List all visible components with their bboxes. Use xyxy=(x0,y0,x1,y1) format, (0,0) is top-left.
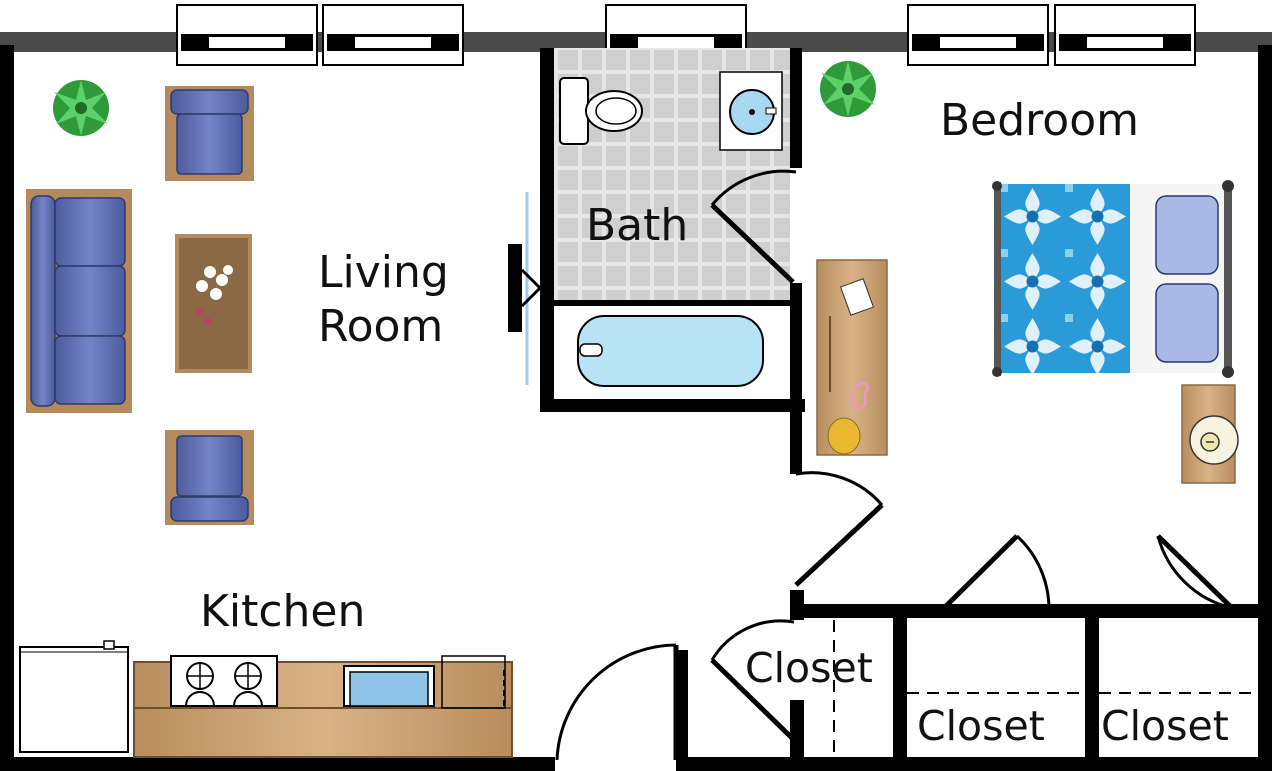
closet-wall-d xyxy=(893,604,907,760)
door-icon xyxy=(944,534,1051,609)
exterior-wall-left xyxy=(0,45,14,771)
armchair-icon xyxy=(165,86,254,181)
door-icon xyxy=(555,643,679,761)
room-label-closet-2: Closet xyxy=(917,702,1045,750)
room-label-living-line-2: Room xyxy=(318,301,443,352)
room-label-living-line-1: Living xyxy=(318,247,449,298)
bath-wall-left xyxy=(540,48,554,412)
door-icon xyxy=(794,471,884,587)
bath-wall-bottom xyxy=(540,399,805,412)
toilet-icon xyxy=(559,77,643,145)
stove-icon xyxy=(170,655,278,707)
pillow-icon xyxy=(1155,195,1219,275)
coffee-table-icon xyxy=(175,234,252,373)
exterior-wall-bottom-right xyxy=(676,757,1272,771)
refrigerator-icon xyxy=(19,640,129,753)
room-label-kitchen: Kitchen xyxy=(200,586,365,637)
hall-wall xyxy=(790,412,802,474)
closet-wall-e xyxy=(1085,604,1099,760)
bath-wall-right-lower xyxy=(790,283,802,413)
closet-wall-b xyxy=(790,700,804,760)
closet-block-top xyxy=(790,604,1260,618)
living-room xyxy=(26,80,543,525)
exterior-wall-bottom-left xyxy=(0,757,555,771)
window-icon xyxy=(907,4,1049,66)
room-label-bath: Bath xyxy=(586,200,688,251)
dresser-icon xyxy=(816,259,888,456)
windows xyxy=(176,4,1196,66)
closet-wall-a xyxy=(790,590,804,620)
bed-icon xyxy=(992,180,1234,378)
closet-doors xyxy=(555,534,1233,761)
kitchen-sink-icon xyxy=(343,665,435,707)
window-icon xyxy=(322,4,464,66)
room-labels: Living Room Bath Bedroom Kitchen Closet … xyxy=(200,95,1229,750)
door-icon xyxy=(710,169,797,284)
bathtub-icon xyxy=(554,306,790,399)
window-icon xyxy=(1054,4,1196,66)
sofa-icon xyxy=(26,189,132,413)
door-icon xyxy=(1156,534,1233,610)
room-label-bedroom: Bedroom xyxy=(940,95,1139,146)
room-label-closet-1: Closet xyxy=(745,644,873,692)
closet-wall-c xyxy=(676,650,688,760)
tv-icon xyxy=(508,192,543,385)
kitchen xyxy=(19,640,513,758)
armchair-icon xyxy=(165,430,254,525)
door-icon xyxy=(710,619,796,742)
tub-divider xyxy=(554,300,794,306)
sink-icon xyxy=(719,71,783,151)
exterior-wall-right xyxy=(1258,45,1272,771)
pillow-icon xyxy=(1155,283,1219,363)
bedroom xyxy=(794,61,1239,587)
room-label-closet-3: Closet xyxy=(1101,702,1229,750)
plant-icon xyxy=(820,61,876,117)
window-icon xyxy=(176,4,318,66)
bathroom xyxy=(554,48,797,399)
lamp-icon xyxy=(1189,415,1239,465)
plant-icon xyxy=(53,80,109,136)
nightstand-icon xyxy=(1181,384,1239,484)
dishwasher-icon xyxy=(441,655,506,709)
bath-wall-right-upper xyxy=(790,48,802,168)
